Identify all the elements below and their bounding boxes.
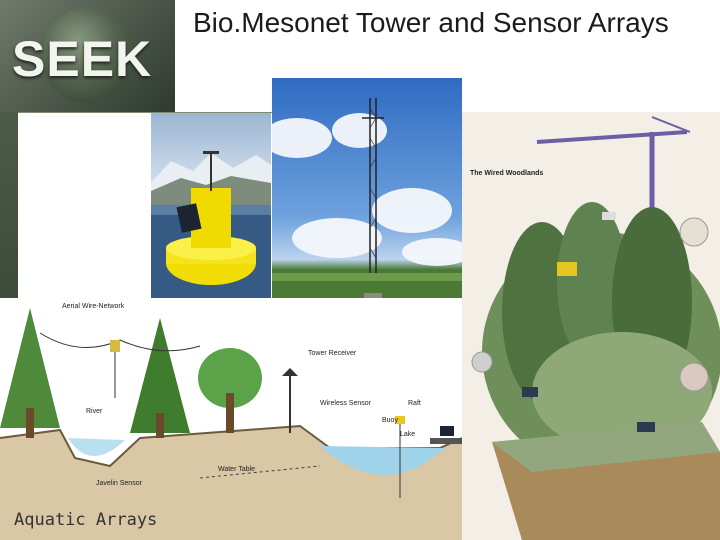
globe-icon <box>40 8 135 103</box>
aquatic-arrays-title: Aquatic Arrays <box>14 510 158 530</box>
label-lake: Lake <box>400 431 416 438</box>
label-javelin-sensor: Javelin Sensor <box>96 480 142 487</box>
forest-scene <box>471 116 720 540</box>
woodlands-heading: The Wired Woodlands <box>470 170 544 177</box>
label-aerial-wire-network: Aerial Wire-Network <box>62 303 125 310</box>
slide-title: Bio.Mesonet Tower and Sensor Arrays <box>193 7 669 38</box>
label-tower-receiver: Tower Receiver <box>308 350 357 357</box>
buoy-scene <box>151 151 271 298</box>
aquatic-scene <box>0 308 462 540</box>
label-raft: Raft <box>408 400 421 407</box>
label-river: River <box>86 408 103 415</box>
label-buoy: Buoy <box>382 417 398 424</box>
buoy-photo <box>151 113 271 298</box>
label-wireless-sensor: Wireless Sensor <box>320 400 371 407</box>
logo-panel: SEEK <box>0 0 175 112</box>
tower-structure <box>272 98 462 330</box>
seek-logo: SEEK <box>12 31 153 87</box>
wired-woodlands-illustration: The Wired Woodlands <box>462 112 720 540</box>
label-water-table: Water Table <box>218 466 255 473</box>
aquatic-arrays-diagram: Aerial Wire-Network Tower Receiver Wirel… <box>0 298 462 540</box>
tower-photo <box>272 78 462 330</box>
